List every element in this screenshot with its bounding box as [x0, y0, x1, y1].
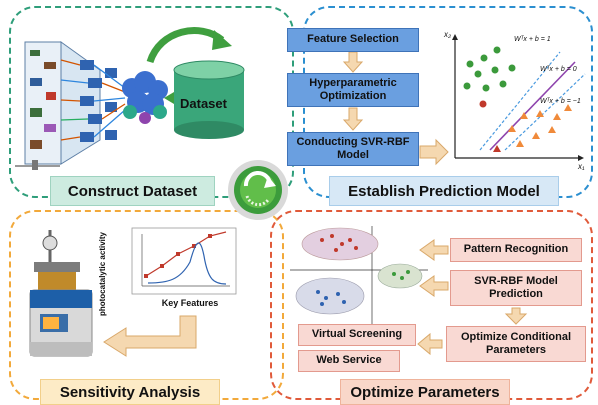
- key-features-label: Key Features: [161, 298, 219, 308]
- dataset-cylinder-icon: [173, 60, 245, 139]
- svm-y-axis-label: x₂: [444, 30, 452, 39]
- pca-plot: [290, 226, 428, 324]
- prediction-model-title: Establish Prediction Model: [329, 176, 559, 206]
- sensitivity-chart: [131, 227, 237, 295]
- optimize-parameters-title: Optimize Parameters: [340, 379, 510, 405]
- virtual-screening-box: Virtual Screening: [298, 324, 416, 346]
- optimize-arrows: [417, 239, 528, 356]
- svm-eq-mid: Wᵀx + b = 0: [540, 66, 577, 73]
- hyperparametric-optimization-box: Hyperparametric Optimization: [287, 73, 419, 107]
- svr-rbf-prediction-box: SVR-RBF Model Prediction: [450, 270, 582, 306]
- sensitivity-y-label: photocatalytic activity: [98, 232, 107, 317]
- pattern-recognition-box: Pattern Recognition: [450, 238, 582, 262]
- curved-arrow-icon: [146, 27, 232, 64]
- feature-selection-box: Feature Selection: [287, 28, 419, 52]
- svm-x-axis-label: x₁: [578, 162, 585, 171]
- optimize-conditional-box: Optimize Conditional Parameters: [446, 326, 586, 362]
- sensitivity-analysis-title: Sensitivity Analysis: [40, 379, 220, 405]
- dataset-label: Dataset: [180, 96, 227, 111]
- reactor-device-icon: [29, 230, 93, 357]
- svm-plot: [452, 34, 586, 161]
- svm-eq-top: Wᵀx + b = 1: [514, 36, 551, 43]
- web-service-box: Web Service: [298, 350, 400, 372]
- circuit-network: [15, 41, 168, 170]
- refresh-logo-icon: [228, 160, 288, 220]
- svm-eq-bot: Wᵀx + b = −1: [540, 98, 581, 105]
- construct-dataset-title: Construct Dataset: [50, 176, 215, 206]
- return-arrow: [103, 315, 197, 357]
- svr-rbf-model-box: Conducting SVR-RBF Model: [287, 132, 419, 166]
- flow-arrows: [342, 51, 449, 166]
